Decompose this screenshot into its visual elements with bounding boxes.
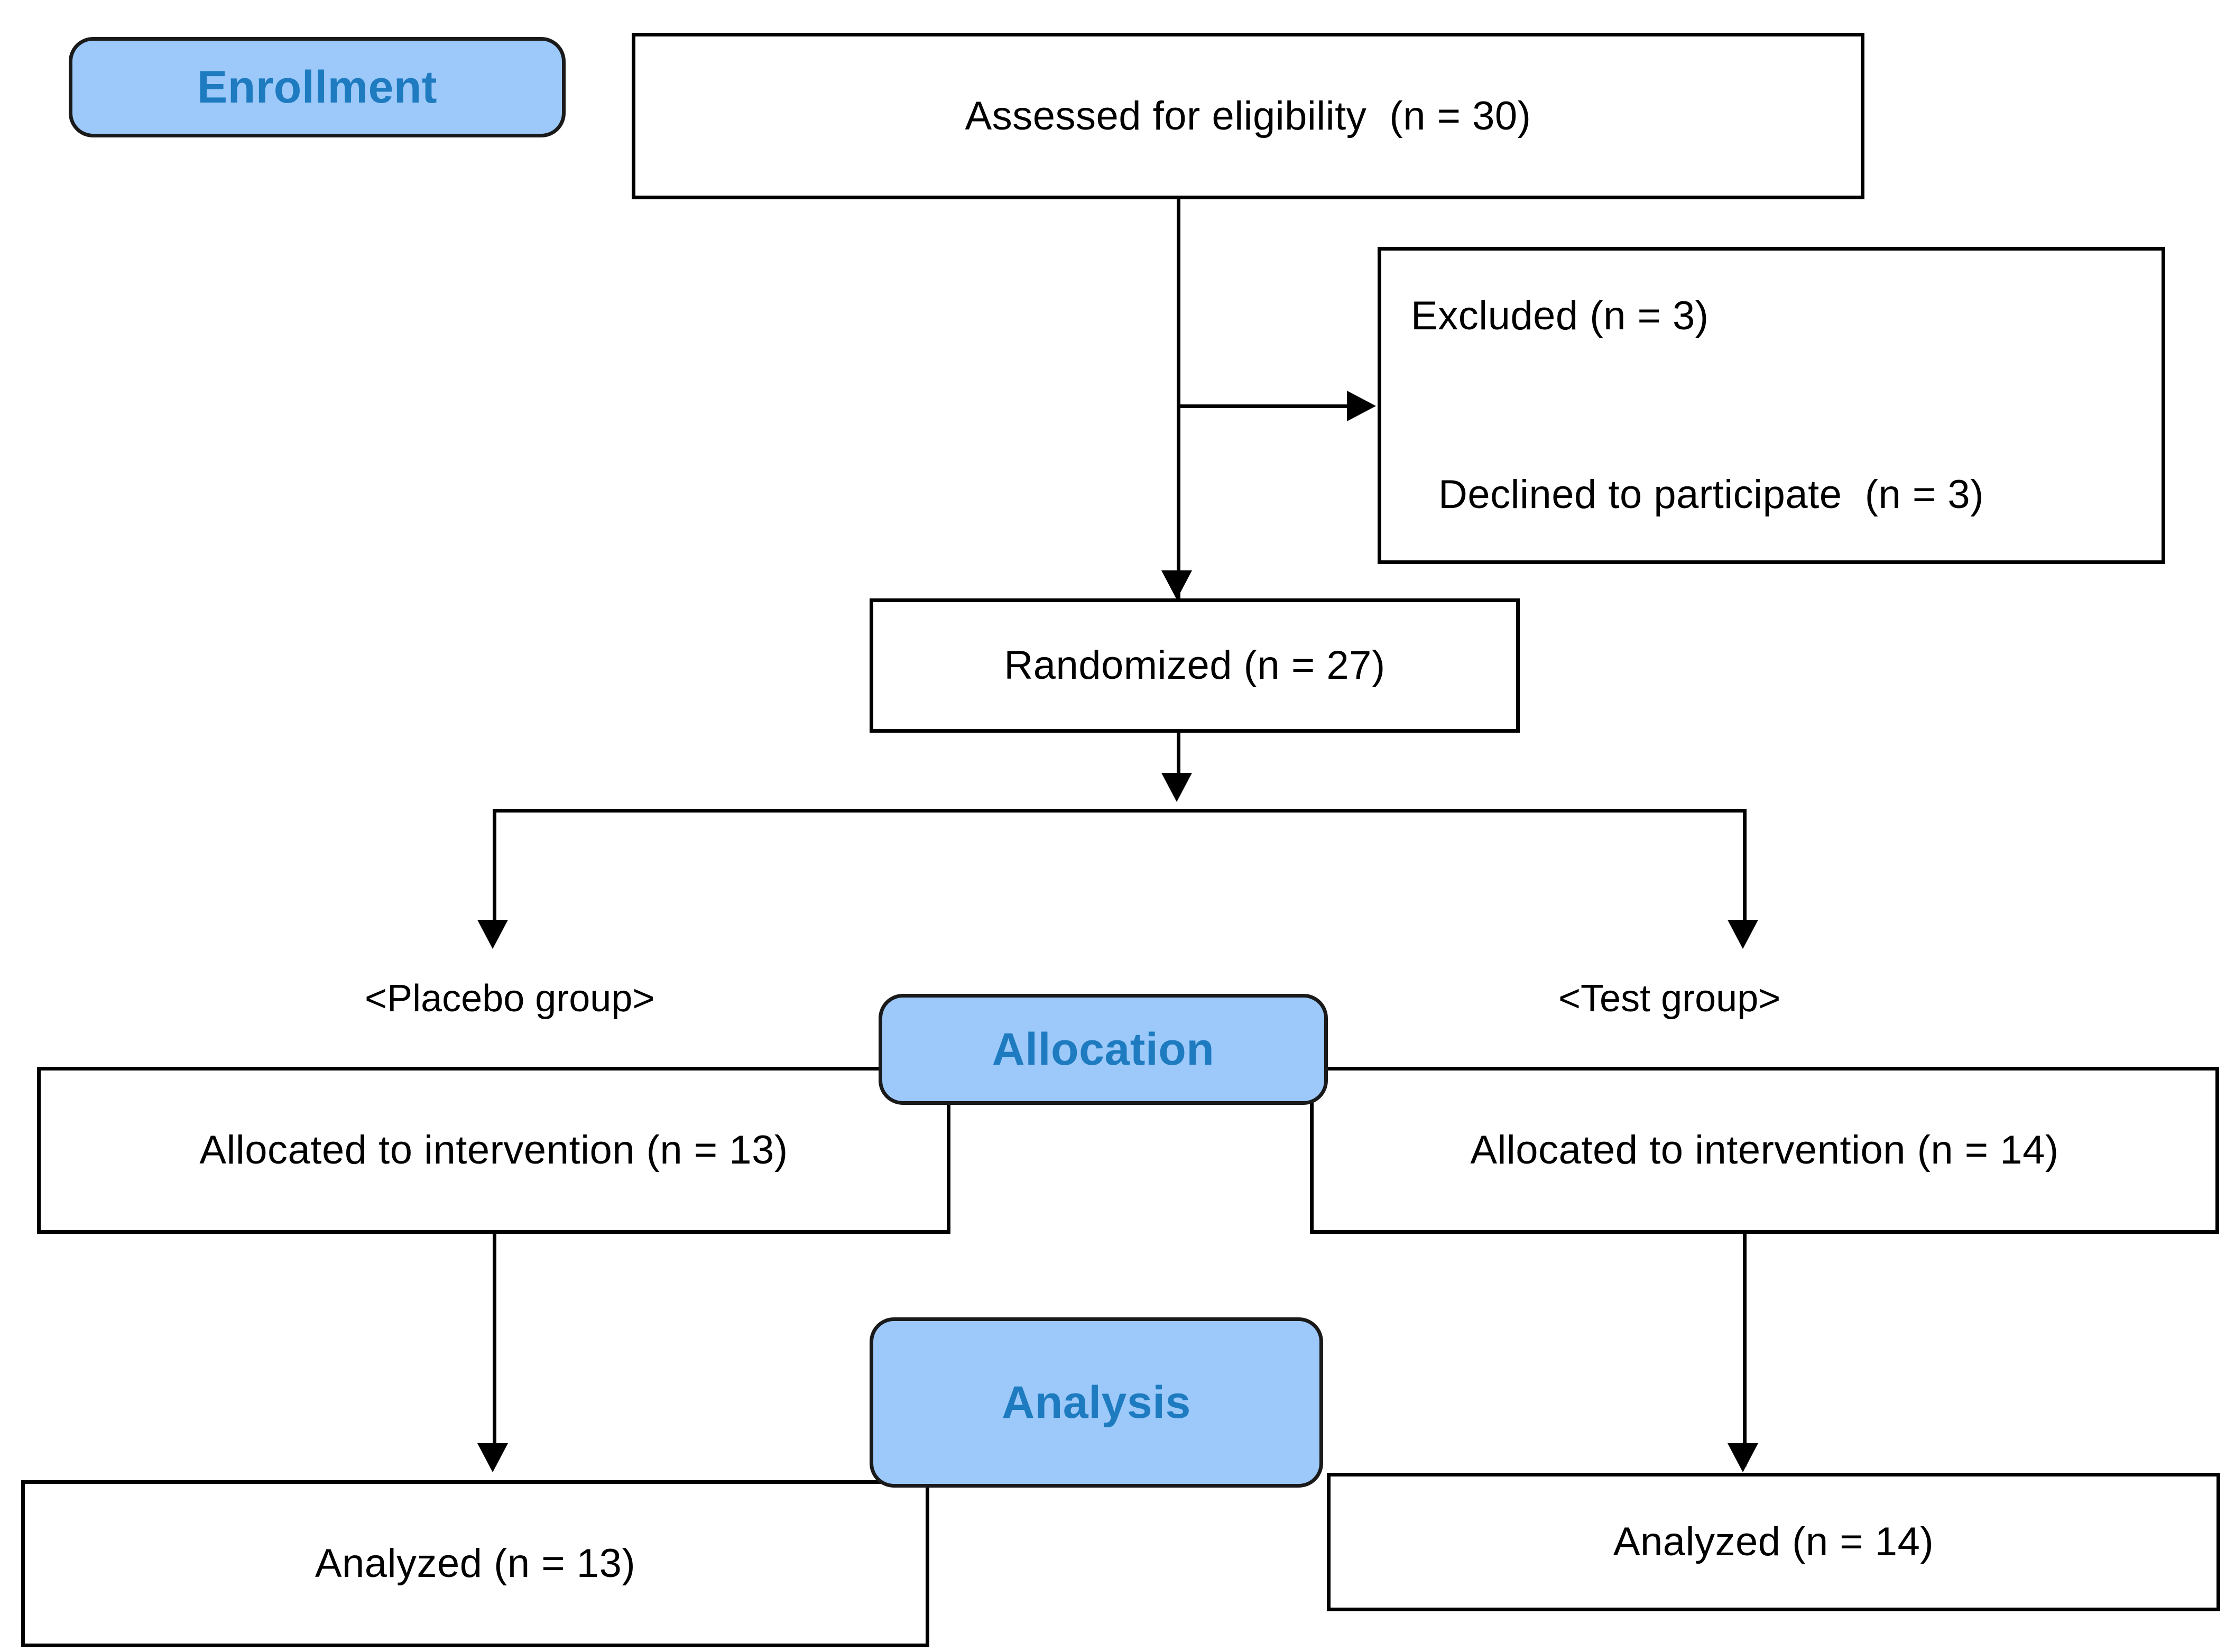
connector-randomized-stem [1177,733,1180,780]
node-assessed-for-eligibility-text: Assessed for eligibility (n = 30) [965,93,1531,139]
node-allocated-test: Allocated to intervention (n = 14) [1310,1067,2219,1234]
node-excluded: Excluded (n = 3) Declined to participate… [1378,247,2165,564]
node-excluded-title: Excluded (n = 3) [1411,293,1709,339]
node-assessed-for-eligibility: Assessed for eligibility (n = 30) [632,33,1864,199]
arrowhead-into-test-arm [1728,920,1758,949]
arrowhead-into-analyzed-placebo [477,1443,508,1472]
stage-badge-analysis-label: Analysis [1002,1377,1191,1428]
node-allocated-placebo-text: Allocated to intervention (n = 13) [199,1128,788,1173]
connector-test-to-analysis [1743,1234,1747,1466]
connector-split-bar [493,809,1747,813]
connector-to-placebo-arm [493,809,496,933]
node-allocated-test-text: Allocated to intervention (n = 14) [1470,1128,2059,1173]
arrowhead-into-placebo-arm [477,920,508,949]
connector-to-excluded [1177,404,1351,408]
connector-placebo-to-analysis [493,1234,496,1466]
node-allocated-placebo: Allocated to intervention (n = 13) [37,1067,950,1234]
stage-badge-enrollment-label: Enrollment [197,61,438,113]
node-randomized-text: Randomized (n = 27) [1004,643,1386,688]
node-analyzed-placebo-text: Analyzed (n = 13) [315,1541,636,1586]
arrowhead-into-randomized [1161,570,1192,599]
node-analyzed-placebo: Analyzed (n = 13) [21,1480,929,1647]
arrowhead-into-excluded [1347,391,1376,421]
connector-to-test-arm [1743,809,1747,933]
connector-assessed-to-randomized [1177,199,1180,599]
node-randomized: Randomized (n = 27) [870,598,1520,733]
arrowhead-randomized-split [1161,773,1192,802]
label-placebo-group: <Placebo group> [365,977,655,1020]
stage-badge-allocation-label: Allocation [992,1023,1215,1075]
node-analyzed-test-text: Analyzed (n = 14) [1613,1519,1934,1565]
node-analyzed-test: Analyzed (n = 14) [1327,1473,2220,1611]
arrowhead-into-analyzed-test [1728,1443,1758,1472]
stage-badge-enrollment: Enrollment [69,37,566,137]
node-excluded-reason: Declined to participate (n = 3) [1438,472,1984,518]
stage-badge-analysis: Analysis [870,1317,1323,1488]
stage-badge-allocation: Allocation [879,994,1328,1105]
label-test-group: <Test group> [1558,977,1781,1020]
